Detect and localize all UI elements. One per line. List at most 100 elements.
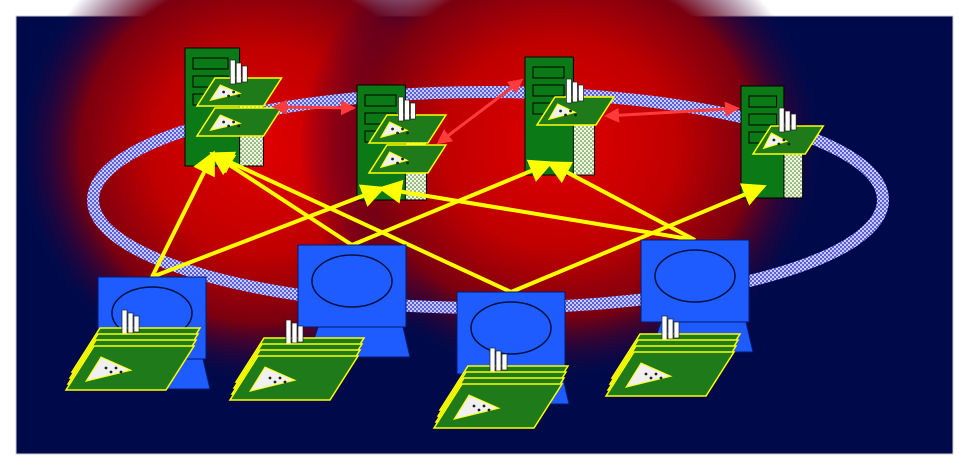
- map-layer: [535, 96, 616, 126]
- map-feature: [547, 103, 577, 121]
- workstation-screen: [311, 254, 393, 308]
- map-dot: [401, 157, 404, 161]
- client-server-arrow: [546, 161, 696, 242]
- map-dot: [391, 127, 394, 131]
- server-drive-slot: [748, 113, 777, 126]
- building-icon: [133, 315, 140, 333]
- building-icon: [285, 319, 292, 345]
- building-icon: [489, 347, 496, 373]
- client-2[interactable]: [228, 244, 411, 401]
- building-icon: [291, 322, 298, 344]
- building-icon: [127, 312, 134, 334]
- map-feature: [209, 114, 242, 132]
- map-layer: [432, 383, 564, 429]
- map-feature: [762, 132, 789, 150]
- building-icon: [495, 350, 502, 372]
- map-dot: [222, 90, 226, 94]
- server-1[interactable]: [184, 47, 283, 167]
- building-icon: [121, 309, 128, 335]
- building-icon: [661, 315, 668, 341]
- map-feature: [209, 84, 242, 102]
- client-4[interactable]: [604, 239, 754, 397]
- map-dot: [477, 408, 481, 412]
- building-icon: [784, 110, 791, 132]
- map-dot: [273, 380, 277, 384]
- building-icon: [667, 318, 674, 340]
- map-layer: [604, 351, 736, 397]
- map-dot: [237, 124, 241, 128]
- server-server-arrow: [272, 99, 356, 116]
- map-dot: [559, 109, 562, 113]
- server-server-arrow: [436, 78, 524, 145]
- building-icon: [410, 102, 416, 120]
- building-icon: [398, 96, 404, 122]
- building-icon: [229, 59, 236, 85]
- map-dot: [109, 370, 113, 374]
- building-icon: [235, 62, 242, 84]
- client-server-arrow: [377, 179, 696, 242]
- map-dot: [782, 138, 786, 142]
- client-server-arrow: [351, 159, 554, 247]
- server-drive-slot: [364, 94, 397, 107]
- map-dot: [644, 372, 648, 376]
- server-4[interactable]: [740, 85, 825, 199]
- map-layer: [228, 355, 360, 401]
- arrows-layer: [150, 78, 767, 294]
- map-dot: [787, 142, 791, 146]
- map-dot: [482, 404, 486, 408]
- workstation-screen: [470, 301, 552, 355]
- map-feature: [379, 121, 409, 139]
- map-dot: [401, 127, 404, 131]
- map-layer: [367, 114, 448, 144]
- client-server-arrow: [151, 184, 386, 279]
- map-feature: [379, 151, 409, 169]
- server-drive-slot: [748, 95, 777, 108]
- map-dot: [659, 376, 663, 380]
- map-dot: [564, 113, 567, 117]
- map-dot: [391, 157, 394, 161]
- building-icon: [241, 65, 248, 83]
- map-dot: [574, 113, 577, 117]
- map-dot: [772, 138, 776, 142]
- building-icon: [578, 84, 584, 102]
- map-feature: [84, 356, 133, 382]
- map-feature: [248, 366, 297, 392]
- map-dot: [654, 372, 658, 376]
- map-dot: [268, 376, 272, 380]
- map-dot: [396, 131, 399, 135]
- map-dot: [406, 161, 409, 165]
- building-icon: [566, 78, 572, 104]
- map-dot: [237, 94, 241, 98]
- map-dot: [278, 376, 282, 380]
- server-drive-slot: [532, 84, 565, 97]
- map-dot: [283, 380, 287, 384]
- map-dot: [396, 161, 399, 165]
- server-drive-slot: [532, 66, 565, 79]
- map-dot: [487, 408, 491, 412]
- server-drive-slot: [192, 57, 229, 70]
- map-dot: [227, 124, 231, 128]
- client-server-arrow: [209, 151, 512, 294]
- map-layer: [367, 144, 448, 174]
- map-dot: [472, 404, 476, 408]
- client-server-arrow: [150, 150, 215, 278]
- building-icon: [572, 81, 578, 103]
- map-dot: [569, 109, 572, 113]
- map-feature: [452, 394, 501, 420]
- map-layer: [751, 125, 825, 155]
- map-dot: [114, 366, 118, 370]
- client-3[interactable]: [432, 291, 570, 429]
- map-feature: [624, 362, 673, 388]
- map-dot: [119, 370, 123, 374]
- map-layer: [64, 345, 196, 391]
- building-icon: [501, 353, 508, 371]
- map-dot: [232, 120, 236, 124]
- map-dot: [777, 142, 781, 146]
- clients-layer: [64, 239, 754, 429]
- building-icon: [297, 325, 304, 343]
- building-icon: [673, 321, 680, 339]
- client-server-arrow: [510, 183, 767, 294]
- client-1[interactable]: [64, 276, 211, 391]
